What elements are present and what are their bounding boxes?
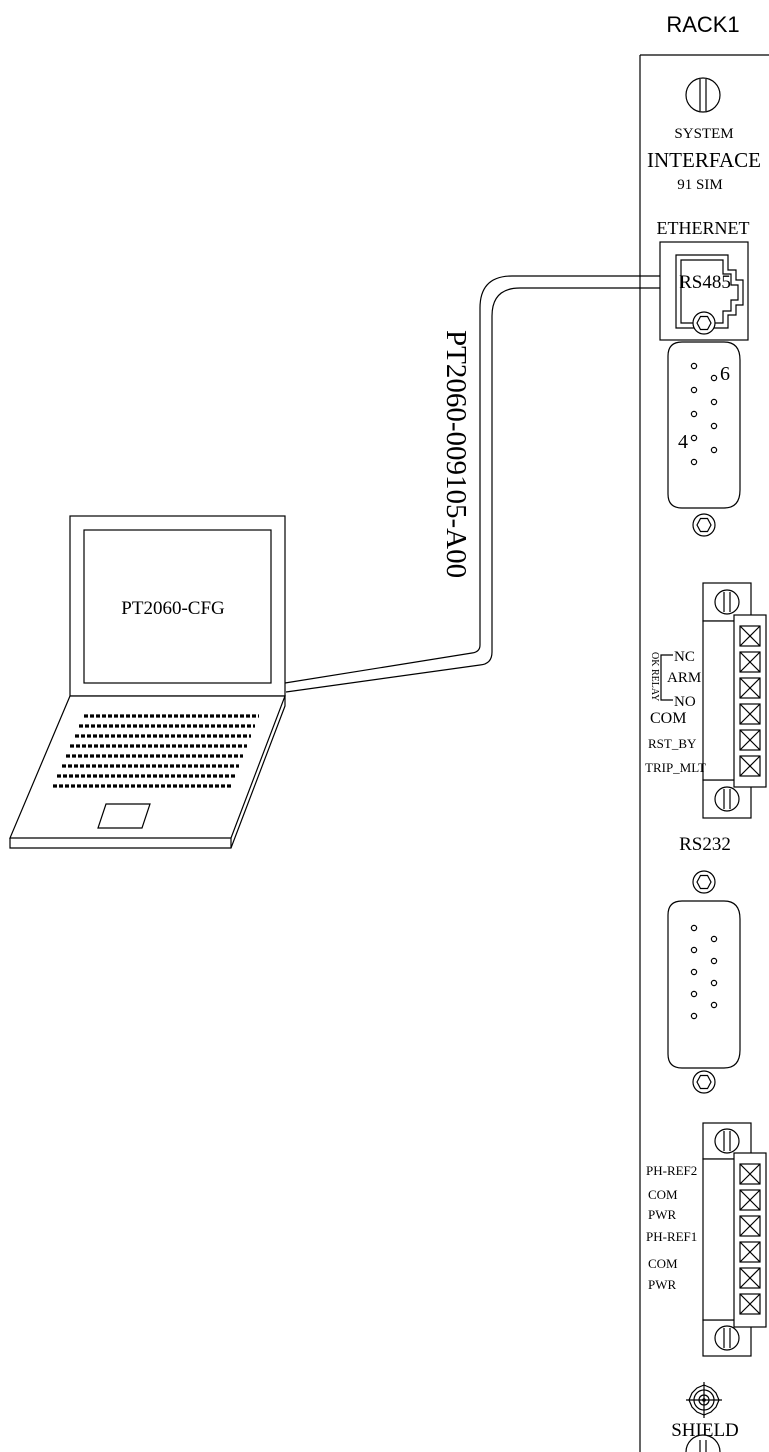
- laptop-keyboard: [53, 714, 259, 788]
- rs485-pin4-label: 4: [678, 431, 688, 453]
- shield-label: SHIELD: [671, 1420, 739, 1441]
- laptop-touchpad: [97, 803, 151, 829]
- shield-terminal-icon: [686, 1382, 722, 1418]
- relay-terminal-label: NO: [674, 694, 696, 710]
- relay-terminal-label: NC: [674, 649, 695, 665]
- bottom-panel-screw-icon: [685, 1434, 721, 1452]
- rs232-pins: [690, 924, 718, 1020]
- rs485-bottom-nut-icon: [692, 513, 716, 537]
- laptop-icon: [9, 515, 286, 849]
- ref-terminal-label: PWR: [648, 1277, 677, 1292]
- rs485-label: RS485: [679, 272, 731, 293]
- rs485-pin6-label: 6: [720, 363, 730, 385]
- ref-terminal-block: [702, 1122, 767, 1357]
- ok-relay-bracket: [660, 654, 673, 701]
- ref-terminal-cells: [739, 1163, 761, 1315]
- rs485-connector: [667, 341, 741, 509]
- ref-terminal-label: PH-REF2: [646, 1163, 697, 1178]
- cable-label: PT2060-009105-A00: [440, 330, 472, 578]
- rs485-top-nut-icon: [692, 311, 716, 335]
- relay-terminal-label: TRIP_MLT: [645, 760, 706, 775]
- ethernet-label: ETHERNET: [657, 218, 750, 238]
- module-label-model: 91 SIM: [677, 177, 722, 193]
- ref-terminal-label: PH-REF1: [646, 1229, 697, 1244]
- ok-relay-label: OK RELAY: [649, 652, 660, 701]
- rs232-connector: [667, 900, 741, 1069]
- module-label-interface: INTERFACE: [647, 148, 761, 172]
- rs485-pins: [690, 362, 718, 466]
- rs232-bottom-nut-icon: [692, 1070, 716, 1094]
- rs232-top-nut-icon: [692, 870, 716, 894]
- laptop-screen-text: PT2060-CFG: [121, 598, 225, 619]
- rack-title: RACK1: [666, 12, 739, 37]
- relay-terminal-label: COM: [650, 710, 686, 727]
- relay-terminal-label: RST_BY: [648, 736, 697, 751]
- relay-terminal-block: [702, 582, 767, 819]
- module-label-system: SYSTEM: [674, 126, 733, 142]
- ref-terminal-label: PWR: [648, 1207, 677, 1222]
- top-panel-screw-icon: [685, 77, 721, 113]
- relay-terminal-label: ARM: [667, 670, 701, 686]
- relay-terminal-cells: [739, 625, 761, 777]
- cable: [284, 275, 660, 693]
- rs232-label: RS232: [679, 834, 731, 855]
- ref-terminal-label: COM: [648, 1187, 678, 1202]
- ref-terminal-label: COM: [648, 1256, 678, 1271]
